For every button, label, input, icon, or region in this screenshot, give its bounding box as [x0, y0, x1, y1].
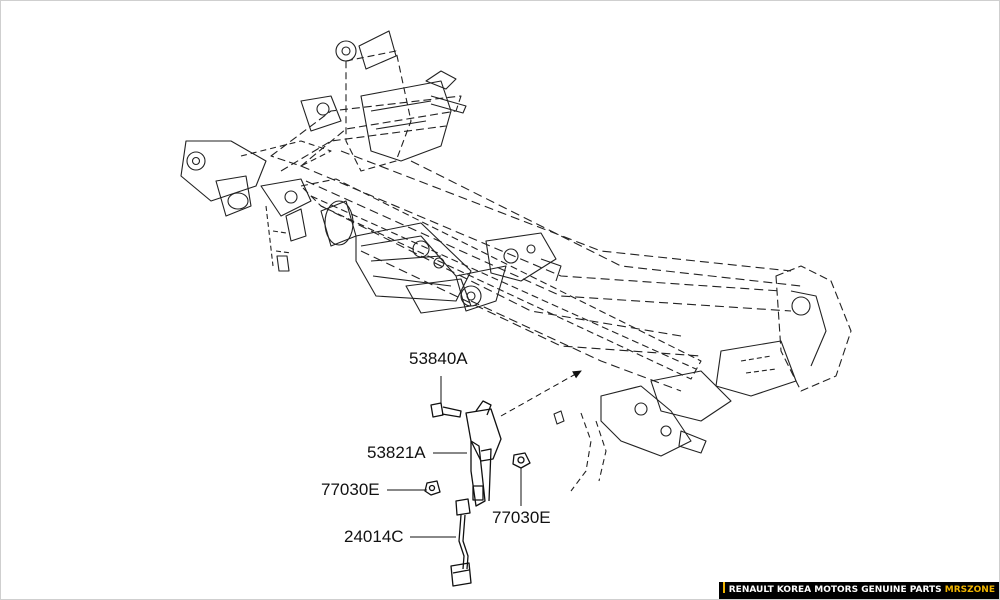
nut-77030e-right	[512, 452, 531, 469]
label-bolt: 53840A	[409, 349, 468, 368]
center-bracket	[455, 232, 562, 312]
height-sensor-53821a	[465, 400, 502, 507]
banner-accent-text: MRSZONE	[944, 585, 995, 595]
steering-rack	[300, 178, 702, 380]
height-sensor-parts	[424, 400, 531, 587]
main-rails	[300, 150, 802, 392]
brand-banner: RENAULT KOREA MOTORS GENUINE PARTS MRSZO…	[718, 582, 999, 599]
banner-text: RENAULT KOREA MOTORS GENUINE PARTS	[728, 585, 942, 595]
leader-lines	[387, 370, 582, 538]
wire-harness-24014c	[450, 498, 472, 587]
rear-crossmember	[270, 30, 467, 172]
right-wire	[553, 410, 607, 492]
label-nut-right: 77030E	[492, 508, 551, 527]
label-harness: 24014C	[344, 527, 404, 546]
bolt-53840a	[430, 402, 462, 418]
nut-77030e-left	[424, 480, 441, 496]
banner-accent-bar	[722, 582, 725, 593]
label-nut-left: 77030E	[321, 480, 380, 499]
left-side-rail	[180, 140, 332, 272]
front-subframe-assembly	[180, 30, 852, 492]
right-front-corner	[600, 265, 852, 457]
label-sensor: 53821A	[367, 443, 426, 462]
